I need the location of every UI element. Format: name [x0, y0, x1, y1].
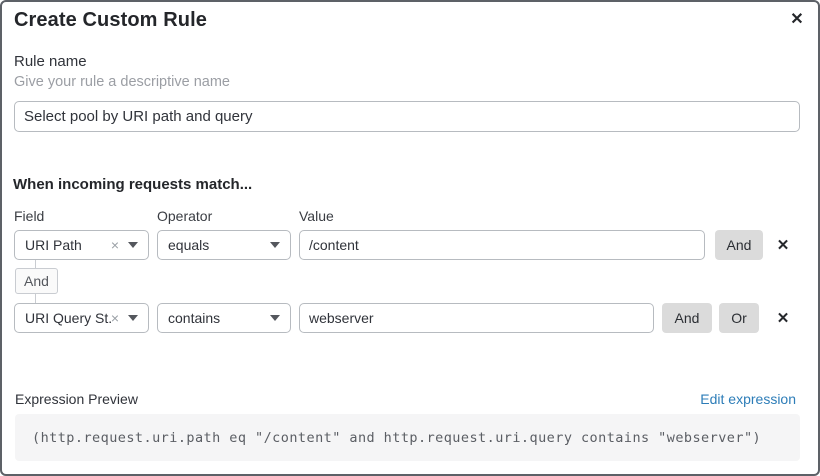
chevron-down-icon: [270, 242, 280, 248]
chevron-down-icon: [128, 315, 138, 321]
expression-code: (http.request.uri.path eq "/content" and…: [15, 414, 800, 461]
operator-select[interactable]: contains: [157, 303, 291, 333]
expression-preview-label: Expression Preview: [15, 391, 138, 407]
delete-condition-icon[interactable]: ✕: [770, 230, 796, 260]
operator-column-label: Operator: [157, 208, 213, 224]
operator-select-value: contains: [168, 310, 221, 326]
chevron-down-icon: [270, 315, 280, 321]
operator-select[interactable]: equals: [157, 230, 291, 260]
add-and-condition-button[interactable]: And: [715, 230, 763, 260]
rule-name-input[interactable]: [14, 101, 800, 132]
value-input[interactable]: [299, 303, 654, 333]
field-select[interactable]: URI Query St... ×: [14, 303, 149, 333]
chevron-down-icon: [128, 242, 138, 248]
add-or-condition-button[interactable]: Or: [719, 303, 759, 333]
rule-name-helper: Give your rule a descriptive name: [14, 74, 230, 90]
field-select-value: URI Query St...: [25, 310, 111, 326]
operator-select-value: equals: [168, 237, 210, 253]
field-select-value: URI Path: [25, 237, 82, 253]
field-select[interactable]: URI Path ×: [14, 230, 149, 260]
edit-expression-link[interactable]: Edit expression: [700, 391, 796, 407]
page-title: Create Custom Rule: [14, 9, 207, 31]
add-and-condition-button[interactable]: And: [662, 303, 712, 333]
field-column-label: Field: [14, 208, 45, 224]
clear-selection-icon[interactable]: ×: [110, 237, 119, 253]
and-connector-badge: And: [15, 268, 58, 294]
clear-selection-icon[interactable]: ×: [110, 310, 119, 326]
value-input[interactable]: [299, 230, 705, 260]
delete-condition-icon[interactable]: ✕: [770, 303, 796, 333]
value-column-label: Value: [299, 208, 334, 224]
connector-line: [35, 260, 36, 269]
close-icon[interactable]: ✕: [784, 6, 810, 32]
connector-line: [35, 293, 36, 304]
match-heading: When incoming requests match...: [13, 176, 253, 193]
rule-name-label: Rule name: [14, 53, 87, 70]
